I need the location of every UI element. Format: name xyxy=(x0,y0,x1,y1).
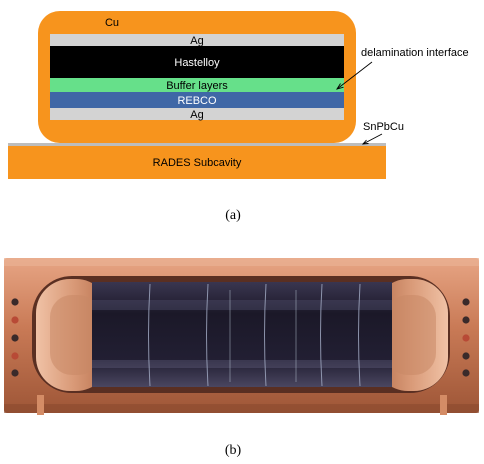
hastelloy-layer xyxy=(50,46,344,78)
ag-top-layer xyxy=(50,34,344,46)
buffer-layer xyxy=(50,78,344,92)
rebco-layer xyxy=(50,92,344,108)
panel-b-photo xyxy=(4,258,479,415)
ag-bottom-layer xyxy=(50,108,344,120)
buffer-label: Buffer layers xyxy=(166,80,228,92)
ag-top-label: Ag xyxy=(190,35,203,47)
ag-bottom-label: Ag xyxy=(190,109,203,121)
left-screws xyxy=(11,298,19,377)
left-post xyxy=(37,395,44,415)
rebco-label: REBCO xyxy=(177,95,217,107)
solder-label: SnPbCu xyxy=(363,121,404,133)
caption-b: (b) xyxy=(225,443,242,458)
cu-label: Cu xyxy=(105,17,119,29)
interface-arrow xyxy=(335,61,373,90)
right-post xyxy=(440,395,447,415)
hts-tape-region xyxy=(92,282,392,387)
substrate-label: RADES Subcavity xyxy=(153,157,242,169)
right-screws xyxy=(462,298,470,377)
interface-label: delamination interface xyxy=(361,47,469,59)
panel-a-diagram: Cu Ag Hastelloy Buffer layers REBCO Ag R… xyxy=(8,11,469,179)
hastelloy-label: Hastelloy xyxy=(174,57,220,69)
caption-a: (a) xyxy=(225,208,241,223)
solder-layer xyxy=(8,143,386,146)
solder-arrow xyxy=(361,133,383,145)
rades-subcavity xyxy=(8,146,386,179)
tape-seams xyxy=(148,283,361,387)
